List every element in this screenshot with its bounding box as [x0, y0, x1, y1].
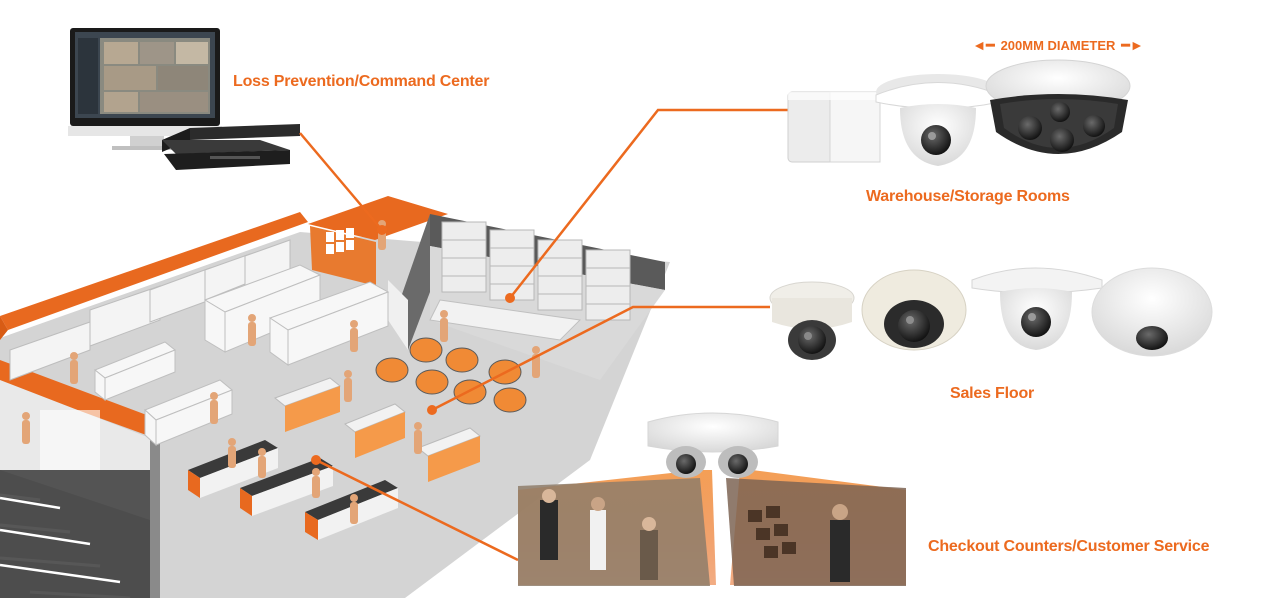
fisheye-camera-white [1091, 267, 1213, 357]
dome-camera-sales [971, 267, 1103, 350]
diameter-label: 200MM DIAMETER [1000, 37, 1116, 53]
mini-dome-camera [769, 281, 855, 360]
diameter-indicator: ◄━ 200MM DIAMETER ━► [960, 36, 1156, 54]
marker-command-center [377, 225, 387, 235]
fisheye-camera-beige [861, 269, 967, 351]
nvr-recorder [162, 124, 300, 170]
label-checkout: Checkout Counters/Customer Service [928, 538, 1210, 555]
connector-checkout [315, 458, 519, 562]
arrow-right-icon: ━► [1121, 36, 1144, 53]
label-warehouse: Warehouse/Storage Rooms [866, 188, 1070, 205]
marker-sales-floor [427, 405, 437, 415]
checkout-photo-left [518, 478, 710, 586]
label-sales-floor: Sales Floor [950, 385, 1035, 402]
checkout-photo-right [726, 478, 906, 586]
bullet-camera [787, 91, 881, 163]
arrow-left-icon: ◄━ [972, 36, 995, 53]
dome-camera-warehouse [875, 74, 1001, 166]
connector-sales-floor [431, 305, 770, 412]
command-center-monitor [68, 28, 222, 150]
connector-lines [299, 108, 790, 562]
multi-sensor-dome-camera [985, 59, 1131, 154]
marker-warehouse [505, 293, 515, 303]
marker-checkout [311, 455, 321, 465]
store-cutaway [0, 196, 670, 598]
connector-command-center [299, 132, 383, 231]
connector-warehouse [509, 108, 790, 299]
label-loss-prevention: Loss Prevention/Command Center [233, 73, 490, 90]
